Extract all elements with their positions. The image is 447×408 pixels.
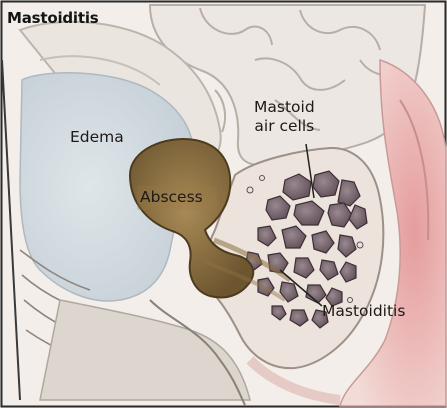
label-mastoid-line2: air cells [254,117,315,136]
label-mastoid-air-cells: Mastoid air cells [254,98,315,136]
label-abscess: Abscess [140,188,203,207]
label-mastoiditis: Mastoiditis [322,302,405,321]
label-mastoid-line1: Mastoid [254,98,315,117]
figure-title: Mastoiditis [7,9,99,27]
label-edema: Edema [70,128,124,147]
